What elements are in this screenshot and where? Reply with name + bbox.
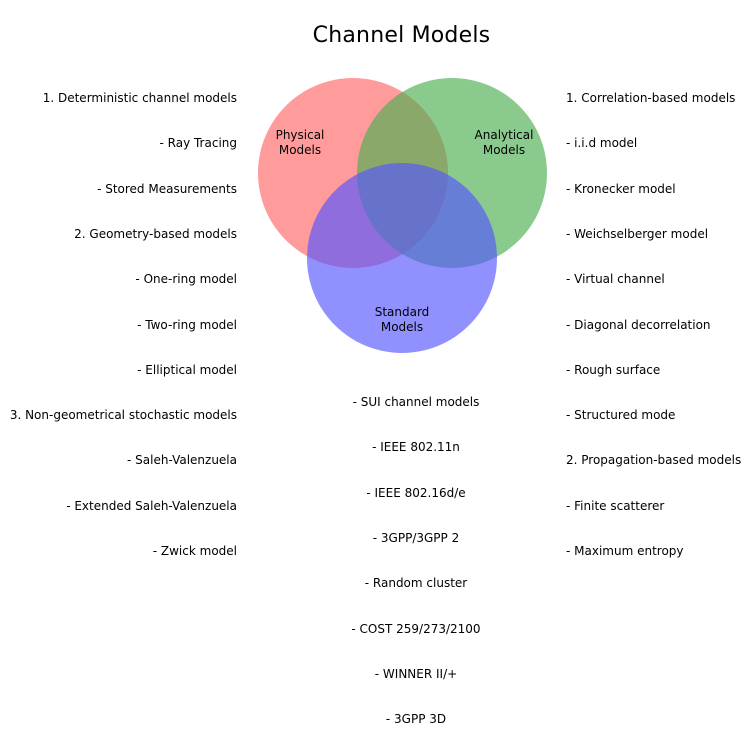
list-item: 1. Deterministic channel models [42,91,237,106]
list-item: - Ray Tracing [159,136,238,151]
venn-diagram [258,78,547,353]
analytical-label-line-1: Analytical [474,128,534,142]
list-item: - IEEE 802.11n [372,440,460,455]
list-item: - WINNER II/+ [374,666,458,681]
standard-models-list: - SUI channel models - IEEE 802.11n - IE… [0,365,751,742]
physical-label-line-2: Models [278,142,322,157]
list-item: - Rough surface [566,362,661,377]
list-item: - IEEE 802.16d/e [366,485,466,500]
standard-models-circle [307,163,497,353]
list-item: - Finite scatterer [566,498,665,513]
physical-models-label: Physical Models [270,128,330,157]
list-item: 3. Non-geometrical stochastic models [9,408,237,423]
list-item: - Extended Saleh-Valenzuela [66,498,237,513]
list-item: 1. Correlation-based models [566,91,736,106]
list-item: - Structured mode [566,408,676,423]
list-item: - One-ring model [135,272,237,287]
physical-label-line-1: Physical [275,128,325,142]
list-item: - SUI channel models [352,395,480,410]
list-item: - Diagonal decorrelation [566,317,711,332]
list-item: 2. Geometry-based models [74,227,237,242]
list-item: - 3GPP/3GPP 2 [372,531,460,546]
standard-label-line-2: Models [380,319,424,334]
list-item: - Kronecker model [566,181,676,196]
list-item: - Random cluster [364,576,468,591]
diagram-title: Channel Models [312,23,491,48]
analytical-label-line-2: Models [482,142,526,157]
list-item: - 3GPP 3D [385,712,447,727]
list-item: 2. Propagation-based models [566,453,742,468]
list-item: - Saleh-Valenzuela [127,453,237,468]
analytical-models-label: Analytical Models [469,128,539,157]
list-item: - Two-ring model [137,317,237,332]
standard-models-label: Standard Models [367,305,437,334]
list-item: - i.i.d model [566,136,638,151]
list-item: - Weichselberger model [566,227,709,242]
list-item: - Elliptical model [137,362,237,377]
list-item: - COST 259/273/2100 [351,621,481,636]
list-item: - Virtual channel [566,272,665,287]
list-item: - Stored Measurements [97,181,237,196]
standard-label-line-1: Standard [374,305,430,319]
